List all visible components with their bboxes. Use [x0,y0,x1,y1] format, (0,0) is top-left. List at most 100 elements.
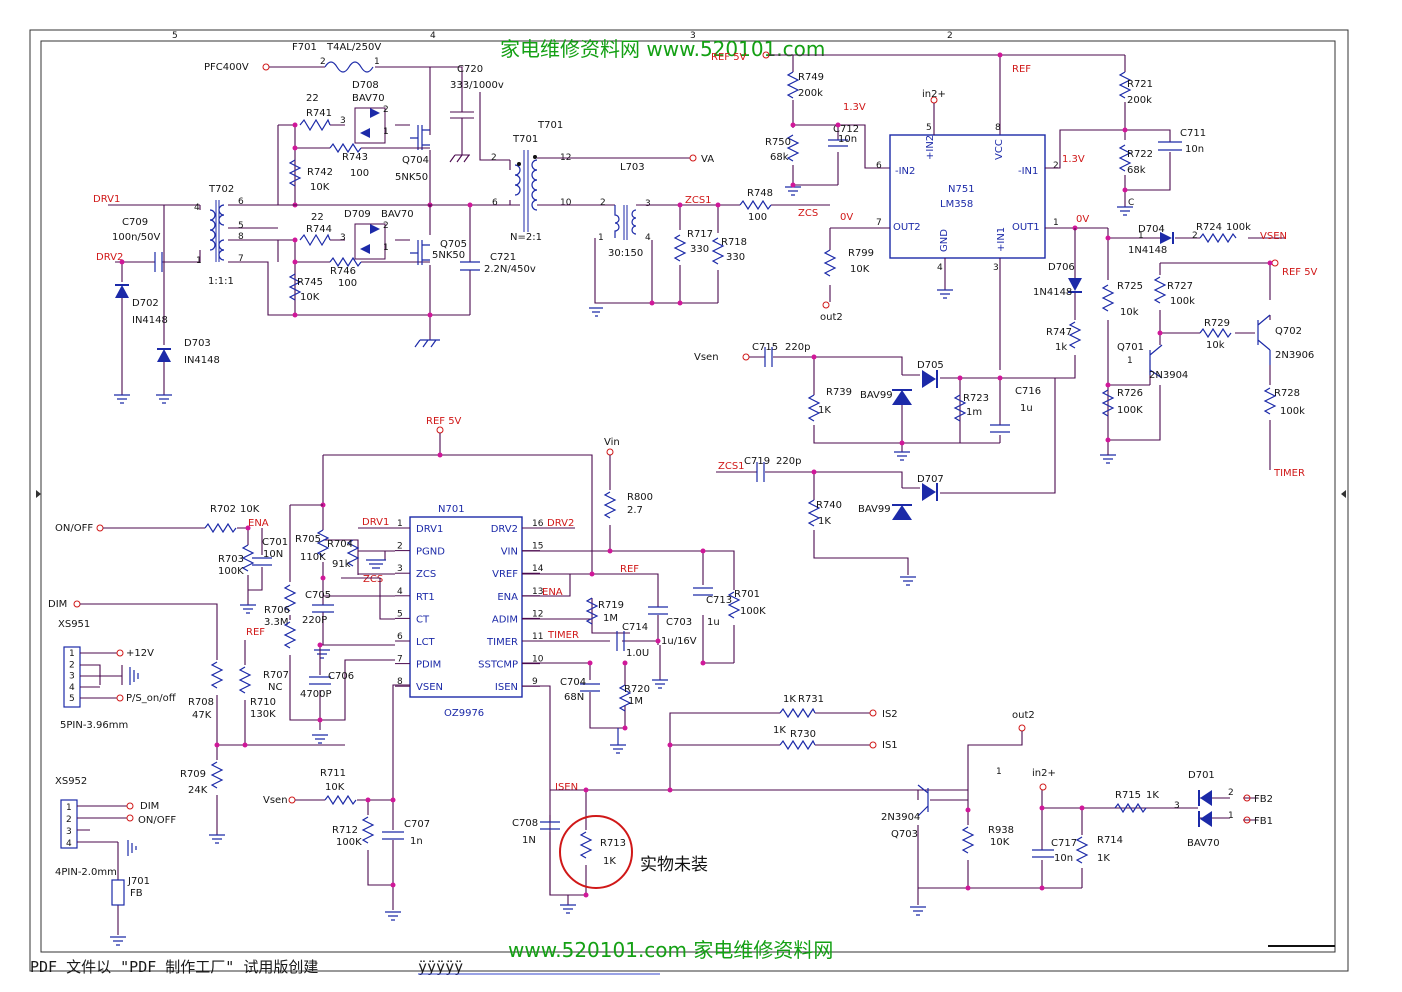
r723 [953,394,967,422]
pin-gnd: GND [939,229,950,252]
r741-ref: R741 [306,108,332,119]
r711-ref: R711 [320,768,346,779]
ic-pin-number: 8 [397,677,403,687]
r711-value: 10K [325,782,345,793]
r708-ref: R708 [188,697,214,708]
r715-ref: R715 [1115,790,1141,801]
c704-value: 68N [564,692,584,703]
ic-pin-name: DRV1 [416,524,443,535]
label-one: 1 [996,767,1002,777]
net-in2p-top: in2+ [922,89,946,100]
c704-ref: C704 [560,677,586,688]
c-label: C [1128,198,1134,208]
r739-ref: R739 [826,387,852,398]
isen-section: ISEN IS2 IS1 1K R731 1K R730 C708 1N R71… [512,694,1273,916]
r731-value: 1K [783,694,796,705]
c707-ref: C707 [404,819,430,830]
pin-num: 1 [1053,218,1059,228]
net-zcs1-in: ZCS1 [718,461,745,472]
net-drv1-ic: DRV1 [362,517,389,528]
net-dim: DIM [48,599,67,610]
d705-ref: D705 [917,360,944,371]
r718-ref: R718 [721,237,747,248]
t701-primary [514,164,521,196]
ic-pin-number: 1 [397,519,403,529]
svg-text:4: 4 [645,233,651,243]
c706-ref: C706 [328,671,354,682]
c709 [154,252,163,272]
net-drv2-ic: DRV2 [547,518,574,529]
watermark-top: 家电维修资料网 www.520101.com [500,37,825,61]
net-onoff: ON/OFF [55,523,93,534]
xs951-pin-number: 2 [69,660,75,670]
footer-mark: ÿÿÿÿÿ [418,958,463,976]
inner-frame [40,40,1336,953]
r712 [361,816,375,844]
q701-transistor [1149,344,1163,379]
svg-text:3: 3 [340,116,346,126]
r710-ref: R710 [250,697,276,708]
c713-value: 1u [707,617,720,628]
r730-ref: R730 [790,729,816,740]
c717 [1032,849,1054,858]
r703-ref: R703 [218,554,244,565]
d709-ref: D709 [344,209,371,220]
q705-mosfet [410,240,430,265]
net-is1: IS1 [882,740,898,751]
c716-ref: C716 [1015,386,1041,397]
r725 [1101,284,1115,312]
net-dim2: DIM [140,801,159,812]
pin-out2: OUT2 [893,222,921,233]
ic-pin-number: 2 [397,542,403,552]
j701-ref: J701 [127,876,150,887]
r744 [299,233,331,247]
r748-ref: R748 [747,188,773,199]
r749-value: 200k [798,88,823,99]
r747-ref: R747 [1046,327,1072,338]
svg-text:3: 3 [645,199,651,209]
r721-ref: R721 [1127,79,1153,90]
r739-value: 1K [818,405,831,416]
net-drv1: DRV1 [93,194,120,205]
c719-ref: C719 [744,456,770,467]
net-ena-ic: ENA [542,587,563,598]
r713 [579,831,593,859]
r715-value: 1K [1146,790,1159,801]
bav99-b-label: BAV99 [858,504,891,515]
c721 [460,261,480,271]
d705-diode [922,370,936,388]
t702-ref: T702 [208,184,234,195]
r731 [779,707,816,719]
r702-value: 10K [240,504,260,515]
svg-text:3: 3 [1174,801,1180,811]
c709-value: 100n/50V [112,232,161,243]
c715 [764,347,773,367]
c713-ref: C713 [706,595,732,606]
c703-value: 1u/16V [661,636,697,647]
r729 [1199,327,1232,339]
r705 [316,529,330,557]
r719 [585,597,599,625]
r704 [346,539,360,567]
r749 [786,71,800,99]
d702-value: IN4148 [132,315,168,326]
grid-number: 4 [430,31,436,41]
ic-pin-name: ISEN [495,682,518,693]
pin-in2m: -IN2 [895,166,915,177]
net-zcs1: ZCS1 [685,195,712,206]
t701-ref-a: T701 [512,134,538,145]
c720-ref: C720 [457,64,483,75]
q702-ref: Q702 [1275,326,1302,337]
r740-ref: R740 [816,500,842,511]
net-out2-top: out2 [820,312,843,323]
d702-diode [115,285,129,298]
r743-value: 100 [350,168,369,179]
r728-value: 100k [1280,406,1305,417]
r747 [1068,321,1082,349]
r703-value: 100K [218,566,244,577]
xs951-type: 5PIN-3.96mm [60,720,128,731]
ct-primary [614,205,620,238]
r705-value: 110K [300,552,326,563]
